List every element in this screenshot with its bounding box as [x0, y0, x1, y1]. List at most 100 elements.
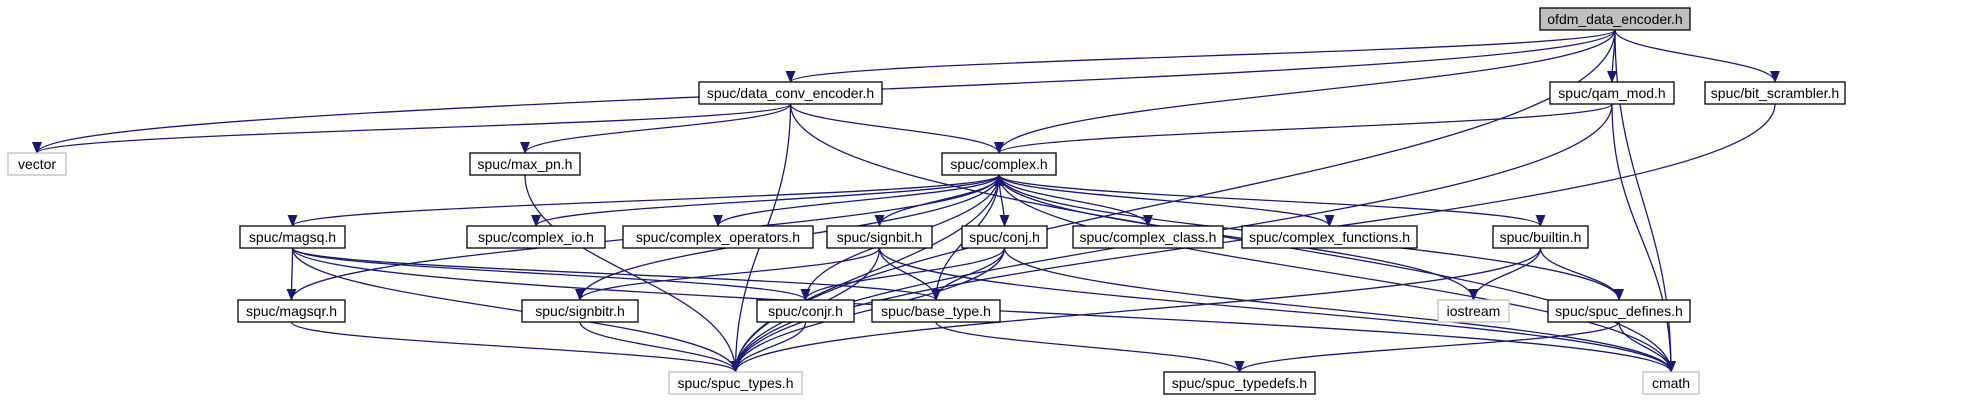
edge-builtin-to-types	[730, 247, 1542, 373]
node-cfunc[interactable]: spuc/complex_functions.h	[1241, 225, 1418, 249]
node-cmath: cmath	[1642, 371, 1700, 395]
edge-arrow	[998, 174, 1335, 227]
edge-arrow	[1539, 247, 1624, 301]
node-magsqr[interactable]: spuc/magsqr.h	[237, 299, 346, 323]
node-signbitr[interactable]: spuc/signbitr.h	[521, 299, 639, 323]
node-box	[826, 225, 933, 249]
edge-arrow	[32, 103, 792, 154]
edge-qam-to-cmath	[1611, 103, 1676, 373]
edge-arrow	[575, 247, 881, 301]
node-builtin[interactable]: spuc/builtin.h	[1492, 225, 1589, 249]
edge-arrow	[800, 247, 1006, 301]
edge-arrow	[531, 174, 1000, 227]
node-ofdm: ofdm_data_encoder.h	[1539, 7, 1691, 31]
edge-arrow	[789, 103, 1004, 154]
node-label: iostream	[1447, 303, 1501, 319]
node-typedefs[interactable]: spuc/spuc_typedefs.h	[1163, 371, 1316, 395]
node-dce[interactable]: spuc/data_conv_encoder.h	[698, 81, 883, 105]
node-label: spuc/complex_functions.h	[1249, 229, 1410, 245]
edge-conj-to-types	[730, 247, 1006, 373]
edge-arrow	[998, 174, 1153, 227]
edge-maxpn-to-types	[524, 174, 741, 373]
node-bitscr[interactable]: spuc/bit_scrambler.h	[1704, 81, 1846, 105]
edge-arrow	[520, 103, 792, 154]
node-box	[239, 225, 346, 249]
node-box	[871, 299, 1001, 323]
edge-arrow	[287, 174, 1000, 227]
edge-arrow	[291, 247, 811, 301]
edge-arrow	[878, 247, 1676, 373]
node-box	[1163, 371, 1316, 395]
node-conj[interactable]: spuc/conj.h	[961, 225, 1048, 249]
node-cops[interactable]: spuc/complex_operators.h	[622, 225, 814, 249]
node-label: spuc/complex_class.h	[1080, 229, 1217, 245]
node-label: spuc/builtin.h	[1500, 229, 1582, 245]
edge-arrow	[1618, 321, 1676, 373]
node-box	[756, 299, 855, 323]
node-qam[interactable]: spuc/qam_mod.h	[1549, 81, 1675, 105]
edge-defines-to-cmath	[1618, 321, 1676, 373]
edge-ofdm-to-complex	[994, 29, 1616, 154]
node-label: spuc/magsq.h	[249, 229, 336, 245]
node-label: spuc/spuc_types.h	[678, 375, 794, 391]
edge-complex-to-magsq	[287, 174, 1000, 227]
node-label: spuc/complex_io.h	[478, 229, 594, 245]
node-box	[698, 81, 883, 105]
edge-magsqr-to-types	[290, 321, 741, 373]
node-label: spuc/complex_operators.h	[636, 229, 800, 245]
edge-conjr-to-types	[730, 321, 807, 373]
edge-complex-to-builtin	[998, 174, 1546, 227]
edge-arrow	[730, 247, 1006, 373]
node-box	[1241, 225, 1418, 249]
node-defines[interactable]: spuc/spuc_defines.h	[1547, 299, 1691, 323]
edge-complex-to-cmath	[998, 174, 1676, 373]
node-box	[7, 152, 67, 176]
node-label: spuc/conj.h	[969, 229, 1040, 245]
edge-arrow	[579, 321, 741, 373]
node-label: ofdm_data_encoder.h	[1547, 11, 1682, 27]
node-label: spuc/data_conv_encoder.h	[707, 85, 874, 101]
edge-arrow	[994, 29, 1616, 154]
edge-arrow	[998, 174, 1676, 373]
node-complex[interactable]: spuc/complex.h	[941, 152, 1057, 176]
edge-magsq-to-magsqr	[286, 247, 297, 301]
edge-arrow	[1003, 247, 1676, 373]
node-magsq[interactable]: spuc/magsq.h	[239, 225, 346, 249]
edge-builtin-to-iostream	[1468, 247, 1542, 301]
edge-complex-to-cio	[531, 174, 1000, 227]
node-cio[interactable]: spuc/complex_io.h	[466, 225, 606, 249]
node-signbit[interactable]: spuc/signbit.h	[826, 225, 933, 249]
node-conjr[interactable]: spuc/conjr.h	[756, 299, 855, 323]
edge-dce-to-complex	[789, 103, 1004, 154]
edge-arrow	[713, 174, 1000, 227]
node-box	[1642, 371, 1700, 395]
node-basetype[interactable]: spuc/base_type.h	[871, 299, 1001, 323]
node-maxpn[interactable]: spuc/max_pn.h	[469, 152, 581, 176]
edge-dce-to-maxpn	[520, 103, 792, 154]
node-label: spuc/qam_mod.h	[1558, 85, 1665, 101]
node-box	[237, 299, 346, 323]
node-label: spuc/base_type.h	[881, 303, 991, 319]
edge-signbit-to-cmath	[878, 247, 1676, 373]
node-box	[521, 299, 639, 323]
edge-arrow	[730, 321, 807, 373]
edge-arrow	[291, 247, 741, 373]
node-label: spuc/max_pn.h	[478, 156, 573, 172]
edge-magsq-to-conjr	[291, 247, 811, 301]
node-box	[941, 152, 1057, 176]
node-box	[622, 225, 814, 249]
node-label: cmath	[1652, 375, 1690, 391]
node-box	[1704, 81, 1846, 105]
edge-basetype-to-typedefs	[935, 321, 1245, 373]
edge-signbitr-to-types	[579, 321, 741, 373]
node-label: spuc/signbitr.h	[535, 303, 625, 319]
node-label: spuc/spuc_defines.h	[1555, 303, 1683, 319]
node-cclass[interactable]: spuc/complex_class.h	[1072, 225, 1224, 249]
edge-arrow	[730, 247, 1542, 373]
node-label: spuc/bit_scrambler.h	[1711, 85, 1839, 101]
edge-ofdm-to-dce	[785, 29, 1616, 83]
edge-qam-to-complex	[994, 103, 1613, 154]
node-label: vector	[18, 156, 56, 172]
edge-arrow	[286, 247, 297, 301]
